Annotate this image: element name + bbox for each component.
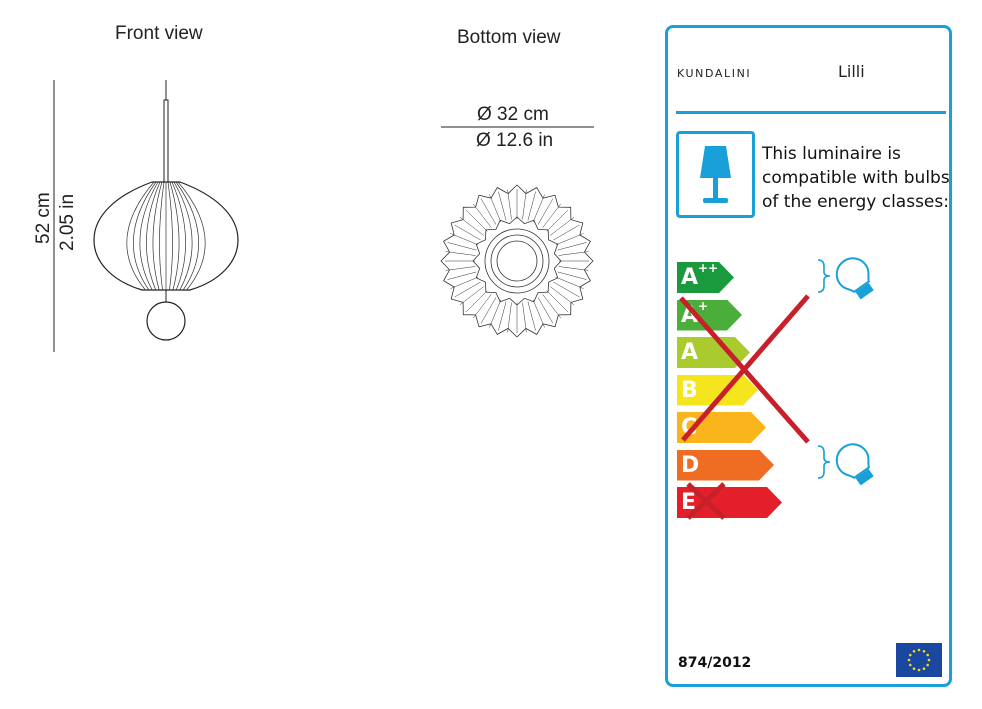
brace-bottom [817,445,831,479]
table-lamp-icon [700,146,731,203]
front-view-title: Front view [115,23,203,44]
diameter-cm-label: Ø 32 cm [477,104,549,125]
diameter-in-label: Ø 12.6 in [476,130,554,151]
compat-line-2: compatible with bulbs [762,168,950,188]
energy-class-letter: A [681,265,699,290]
compat-line-1: This luminaire is [762,144,901,164]
compatibility-text: This luminaire is compatible with bulbs … [762,142,950,214]
compat-line-3: of the energy classes: [762,192,949,212]
bottom-view-title: Bottom view [457,27,561,48]
bulb-icon-top [835,257,874,300]
front-view-drawing [53,80,239,352]
large-cross-mark [679,294,810,444]
model-name: Lilli [838,62,865,81]
energy-class-d: D [677,449,774,481]
energy-class-superscript: ++ [698,261,719,275]
energy-class-letter: B [681,377,698,403]
bottom-view-drawing [440,126,594,338]
energy-class-letter: A [681,340,699,365]
energy-class-letter: C [681,415,698,440]
eu-flag-icon [896,643,942,677]
energy-class-letter: D [681,452,700,478]
small-cross-mark [686,482,726,520]
bulb-icon-bottom [835,443,874,486]
brand-name: KUNDALINI [677,67,752,80]
header-divider [676,111,946,114]
luminaire-icon-frame [676,131,755,218]
brace-top [817,259,831,293]
energy-class-letter: E [681,490,697,515]
energy-class-superscript: + [698,298,709,313]
regulation-number: 874/2012 [678,655,752,671]
